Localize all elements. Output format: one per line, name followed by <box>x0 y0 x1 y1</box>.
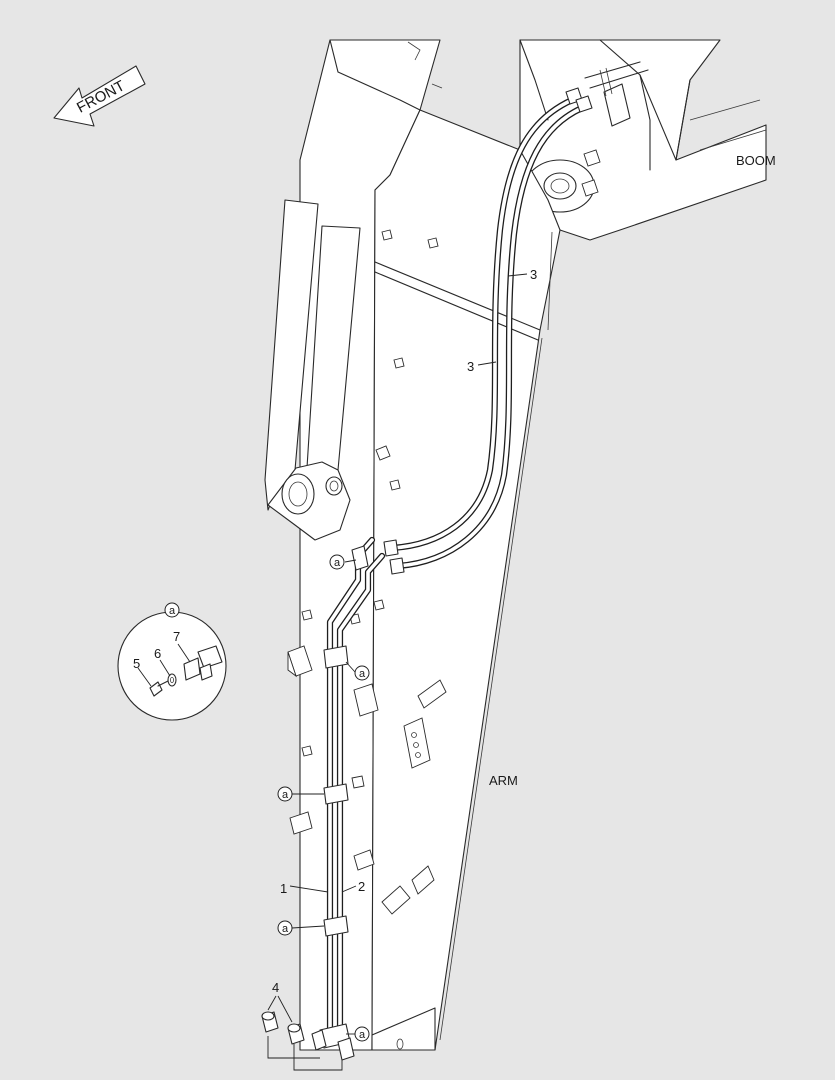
callout-4: 4 <box>272 980 279 995</box>
arm-structure <box>264 39 561 1051</box>
boom-label: BOOM <box>736 153 776 168</box>
detail-marker-clamp-1: a <box>354 665 370 681</box>
detail-marker-label: a <box>282 923 289 935</box>
hose-3-assembly <box>383 87 593 575</box>
pipe-clamps <box>311 645 355 1061</box>
detail-marker-clamp-4: a <box>354 1026 370 1042</box>
detail-marker-clamp-2: a <box>277 786 293 802</box>
detail-a-view <box>117 611 227 721</box>
detail-marker-label: a <box>334 557 341 569</box>
detail-marker-clamp-3: a <box>277 920 293 936</box>
callout-6: 6 <box>154 646 161 661</box>
callout-3-upper: 3 <box>530 267 537 282</box>
detail-marker-detail-view: a <box>164 602 180 618</box>
callout-1: 1 <box>280 881 287 896</box>
front-direction-arrow: FRONT <box>53 65 146 127</box>
detail-marker-label: a <box>282 789 289 801</box>
leader-lines <box>137 273 528 1071</box>
detail-marker-top-fitting: a <box>329 554 345 570</box>
detail-marker-label: a <box>169 605 176 617</box>
plug-parts <box>261 1011 305 1045</box>
callout-2: 2 <box>358 879 365 894</box>
callout-7: 7 <box>173 629 180 644</box>
detail-marker-label: a <box>359 1029 366 1041</box>
callout-3-lower: 3 <box>467 359 474 374</box>
pipe-1-2-assembly <box>326 536 386 1034</box>
callout-5: 5 <box>133 656 140 671</box>
arm-label: ARM <box>489 773 518 788</box>
boom-structure <box>519 39 767 241</box>
detail-marker-label: a <box>359 668 366 680</box>
